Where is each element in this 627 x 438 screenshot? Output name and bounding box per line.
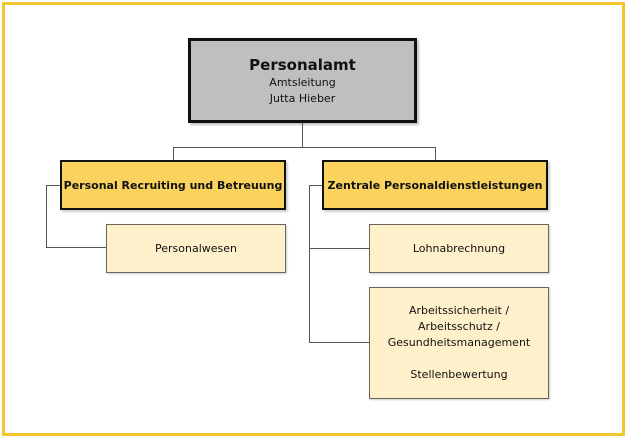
- unit-label: Personalwesen: [155, 241, 237, 255]
- connector-left-down: [173, 147, 174, 160]
- department-box: Zentrale Personaldienstleistungen: [322, 160, 548, 210]
- head-title: Personalamt: [249, 55, 356, 74]
- connector-dept2-vertical: [309, 185, 310, 343]
- connector-dept2-unit1: [309, 248, 369, 249]
- unit-label: Arbeitssicherheit /: [408, 304, 510, 317]
- connector-dept1-vertical: [46, 185, 47, 248]
- unit-label: Stellenbewertung: [410, 368, 508, 381]
- connector-horizontal: [173, 147, 436, 148]
- connector-dept1-unit1: [46, 247, 106, 248]
- department-title: Zentrale Personaldienstleistungen: [327, 178, 543, 192]
- unit-box: Lohnabrechnung: [369, 224, 549, 273]
- connector-dept2-stub: [309, 185, 322, 186]
- head-name: Jutta Hieber: [269, 91, 336, 105]
- unit-label: Lohnabrechnung: [412, 241, 506, 255]
- unit-box: Arbeitssicherheit / Arbeitsschutz / Gesu…: [369, 287, 549, 399]
- department-title: Personal Recruiting und Betreuung: [63, 178, 283, 192]
- unit-box: Personalwesen: [106, 224, 286, 273]
- connector-dept2-unit2: [309, 342, 369, 343]
- unit-label: Arbeitsschutz /: [418, 320, 500, 333]
- connector-right-down: [435, 147, 436, 160]
- head-role: Amtsleitung: [269, 75, 336, 89]
- head-box: Personalamt Amtsleitung Jutta Hieber: [188, 38, 417, 123]
- connector-dept1-stub: [46, 185, 60, 186]
- connector-head-down: [302, 123, 303, 147]
- department-box: Personal Recruiting und Betreuung: [60, 160, 286, 210]
- unit-label: Gesundheitsmanagement: [387, 336, 531, 349]
